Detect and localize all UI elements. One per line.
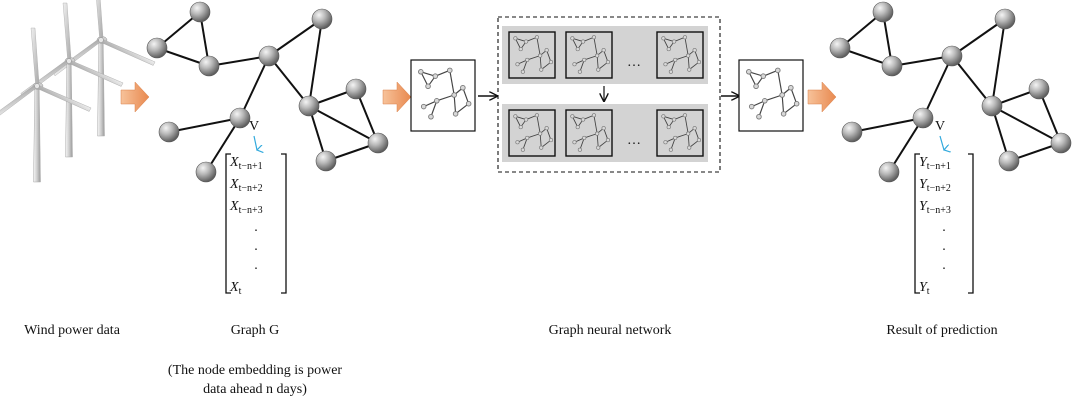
gnn-caption: Graph neural network — [549, 323, 672, 338]
input-graph — [147, 2, 388, 182]
result-caption: Result of prediction — [886, 323, 997, 338]
output-left-bracket — [914, 153, 920, 294]
input-left-bracket — [225, 153, 231, 294]
flow-arrow-3 — [807, 81, 837, 113]
node-v-label: V — [249, 119, 259, 134]
output-vector-entry-2: Yt−n+3 — [919, 199, 951, 216]
gnn-block: … … — [497, 16, 721, 173]
gnn-ellipsis-1: … — [627, 55, 641, 70]
input-vector-entry-1: Xt−n+2 — [229, 177, 263, 194]
output-vector-matrix: Yt−n+1Yt−n+2Yt−n+3... Yt — [914, 153, 974, 297]
wind-power-caption: Wind power data — [24, 323, 121, 338]
output-node-v-label: V — [935, 119, 945, 134]
node-v-pointer — [253, 135, 257, 150]
input-graph-thumbnail — [410, 59, 476, 132]
input-right-bracket — [281, 153, 287, 294]
input-vector-dot-5: . — [254, 258, 258, 273]
output-vector-dot-4: . — [942, 239, 946, 254]
node-embedding-note-line-1: (The node embedding is power — [168, 363, 343, 378]
output-vector-dot-5: . — [942, 258, 946, 273]
input-vector-entry-0: Xt−n+1 — [229, 155, 263, 172]
input-vector-dot-3: . — [254, 220, 258, 235]
output-graph-thumbnail — [738, 59, 804, 132]
node-embedding-note-line-2: data ahead n days) — [203, 382, 307, 397]
output-vector-dot-3: . — [942, 220, 946, 235]
output-graph — [830, 2, 1071, 182]
output-right-bracket — [968, 153, 974, 294]
output-vector-entry-1: Yt−n+2 — [919, 177, 951, 194]
flow-arrow-1 — [120, 81, 150, 113]
input-vector-dot-4: . — [254, 239, 258, 254]
flow-arrow-2 — [382, 81, 412, 113]
gnn-layer-2-cells — [508, 109, 704, 157]
graph-g-caption: Graph G — [231, 323, 280, 338]
input-vector-matrix: Xt−n+1Xt−n+2Xt−n+3... Xt — [225, 153, 287, 297]
gnn-ellipsis-2: … — [627, 133, 641, 148]
output-vector-entry-6: Yt — [919, 280, 930, 297]
output-vector-entry-0: Yt−n+1 — [919, 155, 951, 172]
output-node-v-pointer — [939, 135, 944, 150]
input-vector-entry-2: Xt−n+3 — [229, 199, 263, 216]
gnn-layer-1-cells — [508, 31, 704, 79]
input-vector-entry-6: Xt — [229, 280, 242, 297]
